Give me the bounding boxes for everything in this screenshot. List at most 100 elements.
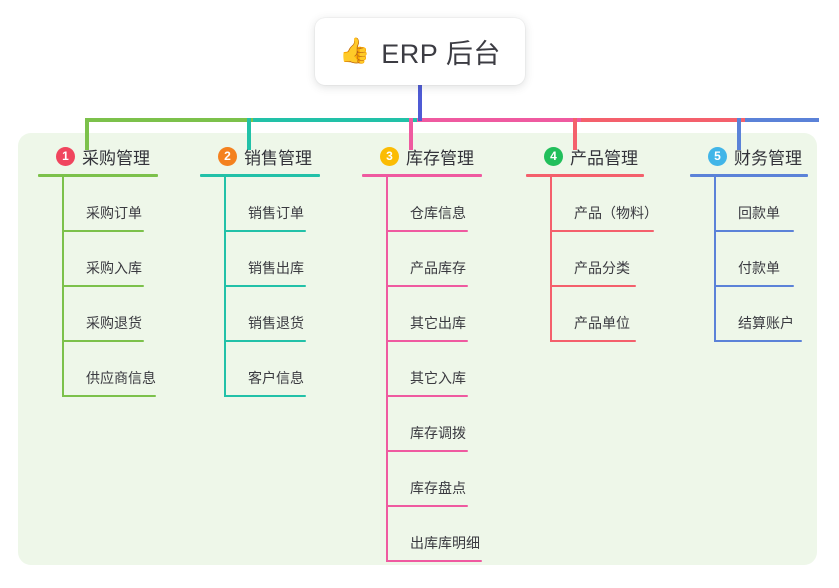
branch-title-5: 财务管理 bbox=[734, 149, 802, 168]
branch-badge-2: 2 bbox=[218, 147, 237, 166]
branch-item-underline bbox=[386, 505, 468, 507]
drop-connector-5 bbox=[737, 118, 741, 150]
branches-panel bbox=[18, 133, 817, 565]
branch-item-label: 销售退货 bbox=[248, 315, 304, 331]
branch-title-4: 产品管理 bbox=[570, 149, 638, 168]
branch-item[interactable]: 客户信息 bbox=[224, 342, 320, 397]
branch-item-label: 仓库信息 bbox=[410, 205, 466, 221]
rail-segment-2 bbox=[253, 118, 417, 122]
branch-items-4: 产品（物料） 产品分类产品单位 bbox=[550, 177, 658, 342]
branch-column-3[interactable]: 3 库存管理仓库信息产品库存其它出库其它入库库存调拨库存盘点出库库明细 bbox=[362, 144, 482, 562]
root-node-label: ERP 后台 bbox=[381, 39, 501, 69]
branch-item[interactable]: 库存盘点 bbox=[386, 452, 482, 507]
branch-item-underline bbox=[550, 340, 636, 342]
branch-column-2[interactable]: 2 销售管理销售订单销售出库销售退货客户信息 bbox=[200, 144, 320, 397]
branch-item-label: 库存盘点 bbox=[410, 480, 466, 496]
branch-items-1: 采购订单采购入库采购退货供应商信息 bbox=[62, 177, 158, 397]
branch-spine-1 bbox=[62, 177, 64, 397]
branch-item-label: 结算账户 bbox=[738, 315, 794, 331]
root-node[interactable]: 👍 ERP 后台 bbox=[315, 18, 525, 85]
branch-item-label: 采购入库 bbox=[86, 260, 142, 276]
branch-item-underline bbox=[550, 230, 654, 232]
branch-header-3[interactable]: 3 库存管理 bbox=[362, 144, 482, 169]
branch-spine-2 bbox=[224, 177, 226, 397]
branch-item-underline bbox=[386, 450, 468, 452]
branch-item[interactable]: 供应商信息 bbox=[62, 342, 158, 397]
branch-item[interactable]: 销售出库 bbox=[224, 232, 320, 287]
thumbs-up-icon: 👍 bbox=[339, 37, 371, 65]
drop-connector-1 bbox=[85, 118, 89, 150]
drop-connector-3 bbox=[409, 118, 413, 150]
branch-item-label: 其它入库 bbox=[410, 370, 466, 386]
branch-item-label: 付款单 bbox=[738, 260, 780, 276]
branch-header-4[interactable]: 4 产品管理 bbox=[526, 144, 644, 169]
branch-column-4[interactable]: 4 产品管理产品（物料） 产品分类产品单位 bbox=[526, 144, 658, 342]
branch-item-underline bbox=[62, 230, 144, 232]
branch-item-label: 销售订单 bbox=[248, 205, 304, 221]
rail-segment-4 bbox=[581, 118, 745, 122]
branch-item[interactable]: 其它入库 bbox=[386, 342, 482, 397]
branch-title-3: 库存管理 bbox=[406, 149, 474, 168]
branch-item[interactable]: 仓库信息 bbox=[386, 177, 482, 232]
branch-item[interactable]: 结算账户 bbox=[714, 287, 808, 342]
branch-spine-3 bbox=[386, 177, 388, 562]
branch-item[interactable]: 回款单 bbox=[714, 177, 808, 232]
branch-badge-3: 3 bbox=[380, 147, 399, 166]
branch-underline-3 bbox=[362, 174, 482, 177]
branch-item[interactable]: 其它出库 bbox=[386, 287, 482, 342]
branch-spine-4 bbox=[550, 177, 552, 342]
root-trunk-connector bbox=[418, 85, 422, 121]
branch-item-label: 产品分类 bbox=[574, 260, 630, 276]
rail-segment-5 bbox=[745, 118, 819, 122]
branch-item[interactable]: 产品库存 bbox=[386, 232, 482, 287]
branch-item-underline bbox=[224, 285, 306, 287]
branch-column-1[interactable]: 1 采购管理采购订单采购入库采购退货供应商信息 bbox=[38, 144, 158, 397]
branch-item-underline bbox=[62, 340, 144, 342]
branch-item-underline bbox=[62, 285, 144, 287]
rail-segment-3 bbox=[417, 118, 581, 122]
branch-item-underline bbox=[224, 395, 306, 397]
rail-segment-1 bbox=[85, 118, 253, 122]
branch-item-label: 回款单 bbox=[738, 205, 780, 221]
branch-item[interactable]: 产品（物料） bbox=[550, 177, 658, 232]
branch-title-2: 销售管理 bbox=[244, 149, 312, 168]
branch-item[interactable]: 销售订单 bbox=[224, 177, 320, 232]
branch-badge-1: 1 bbox=[56, 147, 75, 166]
branch-item[interactable]: 采购入库 bbox=[62, 232, 158, 287]
branch-item-underline bbox=[224, 230, 306, 232]
branch-underline-2 bbox=[200, 174, 320, 177]
branch-item-label: 供应商信息 bbox=[86, 370, 156, 386]
drop-connector-4 bbox=[573, 118, 577, 150]
branch-item-label: 采购订单 bbox=[86, 205, 142, 221]
branch-item-label: 产品（物料） bbox=[574, 205, 658, 221]
branch-item-label: 出库库明细 bbox=[410, 535, 480, 551]
branch-item-underline bbox=[62, 395, 156, 397]
branch-item-underline bbox=[386, 285, 468, 287]
branch-item-underline bbox=[224, 340, 306, 342]
branch-items-5: 回款单付款单结算账户 bbox=[714, 177, 808, 342]
branch-badge-4: 4 bbox=[544, 147, 563, 166]
branch-item[interactable]: 库存调拨 bbox=[386, 397, 482, 452]
branch-spine-5 bbox=[714, 177, 716, 342]
branch-header-2[interactable]: 2 销售管理 bbox=[200, 144, 320, 169]
branch-item-label: 产品库存 bbox=[410, 260, 466, 276]
branch-item-label: 销售出库 bbox=[248, 260, 304, 276]
branch-item[interactable]: 销售退货 bbox=[224, 287, 320, 342]
branch-items-2: 销售订单销售出库销售退货客户信息 bbox=[224, 177, 320, 397]
branch-header-1[interactable]: 1 采购管理 bbox=[38, 144, 158, 169]
branch-item[interactable]: 产品分类 bbox=[550, 232, 644, 287]
branch-item[interactable]: 产品单位 bbox=[550, 287, 644, 342]
branch-underline-1 bbox=[38, 174, 158, 177]
branch-title-1: 采购管理 bbox=[82, 149, 150, 168]
branch-item-underline bbox=[386, 395, 468, 397]
branch-item-underline bbox=[386, 230, 468, 232]
branch-item-underline bbox=[550, 285, 636, 287]
branch-item[interactable]: 采购退货 bbox=[62, 287, 158, 342]
branch-item[interactable]: 付款单 bbox=[714, 232, 808, 287]
branch-item-label: 库存调拨 bbox=[410, 425, 466, 441]
branch-item[interactable]: 出库库明细 bbox=[386, 507, 482, 562]
branch-item[interactable]: 采购订单 bbox=[62, 177, 158, 232]
